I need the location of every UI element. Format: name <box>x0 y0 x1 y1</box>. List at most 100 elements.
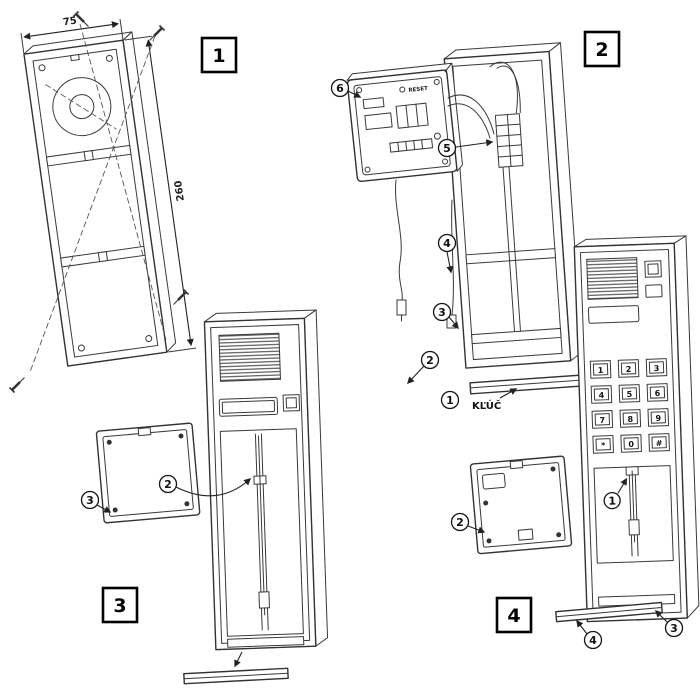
key-hash: # <box>648 433 670 452</box>
module-cable <box>395 179 407 322</box>
step-2-box <box>583 30 621 68</box>
key-6: 6 <box>646 383 669 402</box>
step-4-box <box>495 596 533 634</box>
dim-height-label: 260 <box>173 180 187 202</box>
svg-text:3: 3 <box>86 494 94 507</box>
svg-text:9: 9 <box>655 414 661 423</box>
svg-text:1: 1 <box>446 394 454 407</box>
step2-illustration: RESET <box>330 30 621 412</box>
name-window <box>218 396 279 417</box>
svg-text:5: 5 <box>443 142 451 155</box>
plate-clip <box>509 460 524 470</box>
callout-2: 2 <box>450 512 486 534</box>
speaker-hole <box>52 77 112 137</box>
cable-notch <box>70 54 80 62</box>
svg-text:3: 3 <box>654 364 660 373</box>
pcb-detail <box>405 104 409 128</box>
cable-channel <box>502 166 516 333</box>
svg-text:5: 5 <box>627 390 633 399</box>
step-2-number: 2 <box>583 30 621 68</box>
plate-screw <box>556 532 562 538</box>
callout-1: 1 <box>440 390 460 410</box>
screw-hole <box>38 64 46 72</box>
svg-text:0: 0 <box>628 440 634 449</box>
module-screw <box>442 158 449 165</box>
plate-detail <box>517 528 534 541</box>
callout-6: 6 <box>330 78 362 98</box>
plate-screw <box>550 466 556 472</box>
svg-text:2: 2 <box>426 354 434 367</box>
audio-panel <box>203 309 329 651</box>
svg-text:1: 1 <box>598 366 604 375</box>
key-8: 8 <box>619 409 642 428</box>
svg-text:2: 2 <box>164 478 172 491</box>
svg-text:4: 4 <box>599 391 605 400</box>
ribbon-wire <box>447 103 491 139</box>
step-1-box <box>200 36 238 74</box>
wire <box>496 65 521 114</box>
panel-cable <box>257 435 265 593</box>
key-9: 9 <box>647 408 670 427</box>
step-3-label: 3 <box>113 595 126 617</box>
key-5: 5 <box>618 384 641 403</box>
reset-button <box>399 86 406 93</box>
plate-screw <box>184 501 190 507</box>
panel-cable <box>631 470 635 521</box>
dim-line-width <box>23 21 120 40</box>
key-4: 4 <box>590 385 613 404</box>
panel-bottom-strip <box>227 636 305 648</box>
mounting-axis-line <box>79 23 167 341</box>
screw-icon <box>148 24 166 42</box>
step3-illustration: 2 3 3 <box>80 309 329 685</box>
back-plate <box>469 455 573 555</box>
cable-channel <box>508 166 521 332</box>
kluc-text: KĽÚČ <box>472 399 501 412</box>
plate-clip <box>137 427 152 437</box>
mounting-frame: 75 260 <box>20 16 197 367</box>
dim-extension <box>168 347 197 353</box>
svg-text:6: 6 <box>336 82 344 95</box>
callout-1: 1 <box>603 477 628 510</box>
electronic-module: RESET <box>346 62 463 183</box>
wire <box>489 61 518 114</box>
plate-window <box>481 472 506 490</box>
rail-groove <box>469 379 586 389</box>
plate-screw <box>106 439 112 445</box>
terminal-block <box>494 113 524 168</box>
plate-screw <box>112 507 118 513</box>
frame-divider <box>465 248 556 265</box>
cable-connector <box>628 519 640 543</box>
pcb-part <box>433 132 441 140</box>
step-3-number: 3 <box>101 586 139 624</box>
callout-3: 3 <box>432 302 459 330</box>
axis-line <box>45 84 117 130</box>
module-connector-row <box>389 138 434 153</box>
speaker-grille <box>586 257 639 300</box>
keypad: 1 2 3 4 5 6 7 8 9 * 0 # <box>589 358 670 454</box>
bottom-rail <box>183 667 289 685</box>
callout-5: 5 <box>437 138 494 158</box>
key-label: KĽÚČ <box>472 388 518 412</box>
name-window <box>645 284 663 298</box>
keypad-panel: 1 2 3 4 5 6 7 8 9 * 0 # <box>573 235 700 623</box>
step4-illustration: 1 2 3 4 5 6 7 8 9 * 0 # <box>450 235 700 650</box>
key-1: 1 <box>589 360 612 379</box>
frame-inner <box>452 59 563 361</box>
cable-notch <box>97 251 108 263</box>
callout-3: 3 <box>80 490 112 513</box>
svg-text:8: 8 <box>627 415 633 424</box>
mounting-axis-line <box>29 35 156 373</box>
key-3: 3 <box>645 358 668 377</box>
plate-screw <box>486 538 492 544</box>
cable-channel <box>634 470 639 557</box>
call-button <box>282 394 301 412</box>
svg-text:6: 6 <box>654 389 660 398</box>
screw-icon <box>172 288 190 306</box>
pcb-detail <box>415 103 419 127</box>
svg-text:3: 3 <box>670 622 678 635</box>
svg-text:#: # <box>656 439 663 448</box>
dim-extension <box>124 35 153 41</box>
callout-4: 4 <box>437 233 457 274</box>
